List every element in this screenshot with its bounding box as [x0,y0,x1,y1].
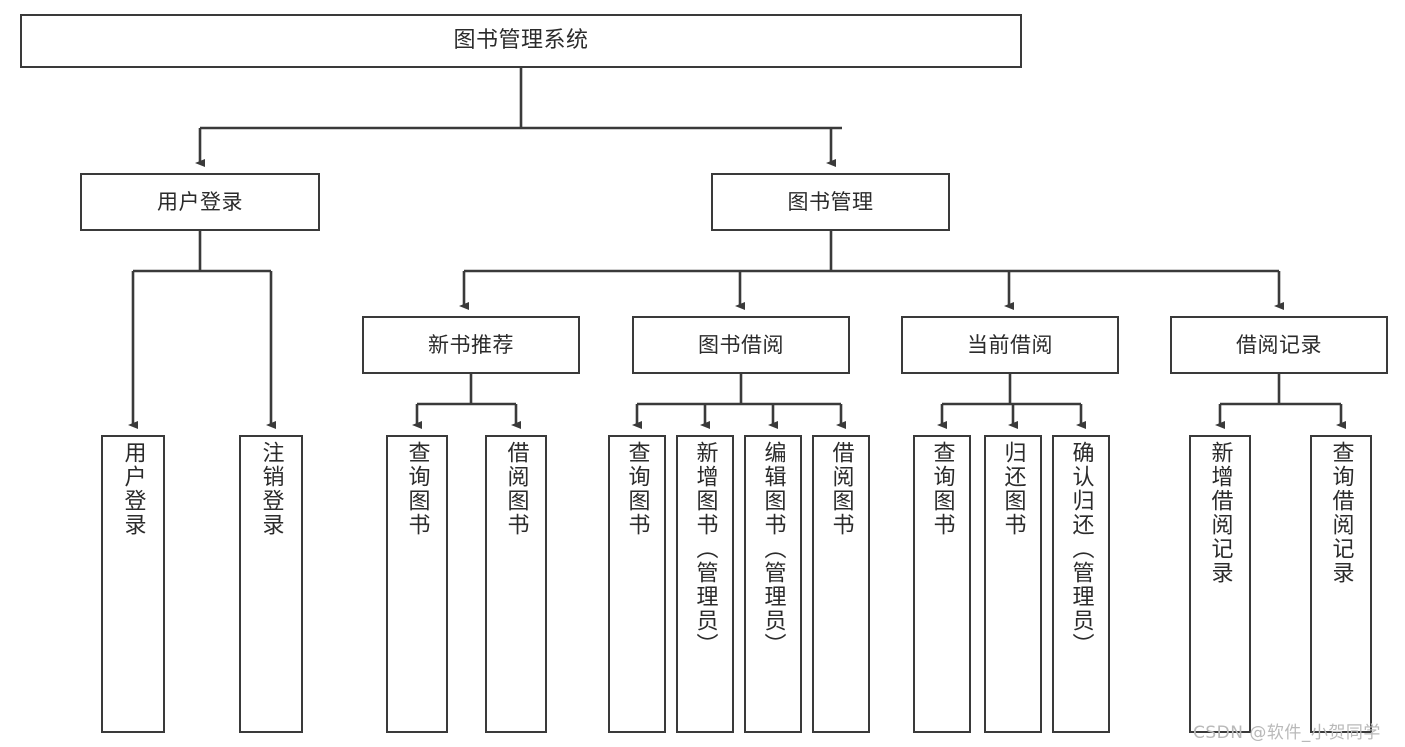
leaf-lend-book[interactable]: 借阅图书 [812,435,870,733]
node-label: 图书管理 [787,189,874,214]
node-label: 查询借阅记录 [1328,441,1354,585]
node-label: 查询图书 [624,441,650,537]
node-label: 图书管理系统 [453,28,589,54]
node-user-login[interactable]: 用户登录 [80,173,320,231]
node-borrow-record[interactable]: 借阅记录 [1170,316,1388,374]
leaf-borrow-book-new[interactable]: 借阅图书 [485,435,547,733]
node-label: 借阅记录 [1236,332,1322,357]
node-current-borrow[interactable]: 当前借阅 [901,316,1119,374]
node-new-book-recommend[interactable]: 新书推荐 [362,316,580,374]
node-label: 归还图书 [1000,441,1026,537]
node-label: 确认归还（管理员） [1068,441,1094,657]
leaf-return-book[interactable]: 归还图书 [984,435,1042,733]
node-label: 注销登录 [258,441,284,537]
node-book-management[interactable]: 图书管理 [711,173,950,231]
node-label: 新增借阅记录 [1207,441,1233,585]
node-label: 借阅图书 [828,441,854,537]
leaf-add-borrow-record[interactable]: 新增借阅记录 [1189,435,1251,733]
leaf-query-book-borrow[interactable]: 查询图书 [608,435,666,733]
csdn-watermark: CSDN @软件_小贺同学 [1193,723,1381,743]
node-label: 借阅图书 [503,441,529,537]
node-label: 当前借阅 [967,332,1053,357]
leaf-edit-book-admin[interactable]: 编辑图书（管理员） [744,435,802,733]
node-label: 用户登录 [120,441,146,537]
node-label: 查询图书 [404,441,430,537]
leaf-user-login[interactable]: 用户登录 [101,435,165,733]
node-label: 新书推荐 [428,332,514,357]
leaf-confirm-return-admin[interactable]: 确认归还（管理员） [1052,435,1110,733]
leaf-query-book-new[interactable]: 查询图书 [386,435,448,733]
node-label: 查询图书 [929,441,955,537]
node-book-borrow[interactable]: 图书借阅 [632,316,850,374]
leaf-add-book-admin[interactable]: 新增图书（管理员） [676,435,734,733]
node-label: 用户登录 [157,189,243,214]
leaf-logout[interactable]: 注销登录 [239,435,303,733]
node-root-system[interactable]: 图书管理系统 [20,14,1022,68]
leaf-query-borrow-record[interactable]: 查询借阅记录 [1310,435,1372,733]
node-label: 新增图书（管理员） [692,441,718,657]
leaf-query-book-current[interactable]: 查询图书 [913,435,971,733]
node-label: 编辑图书（管理员） [760,441,786,657]
node-label: 图书借阅 [698,332,784,357]
